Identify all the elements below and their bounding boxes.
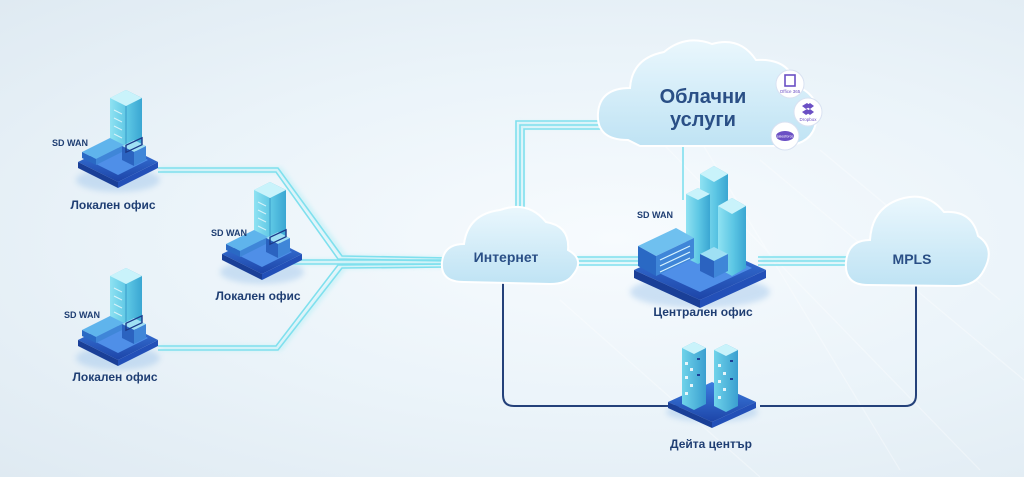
data-center-label: Дейта център [670, 437, 752, 451]
cloud-services: Облачни услуги Office 365 Dropbox salesf… [596, 39, 823, 151]
salesforce-icon: salesforce [770, 121, 800, 151]
cyan-links [158, 120, 852, 351]
cloud-services-line1: Облачни [660, 86, 747, 108]
svg-text:Office 365: Office 365 [780, 89, 801, 94]
internet-label: Интернет [474, 249, 539, 265]
local-office-1-label: Локален офис [70, 198, 155, 212]
sd-wan-badge-central: SD WAN [637, 210, 673, 220]
data-center [666, 342, 758, 428]
local-office-1 [76, 90, 160, 192]
local-office-3-label: Локален офис [72, 370, 157, 384]
mpls-label: MPLS [893, 251, 932, 267]
dropbox-icon: Dropbox [793, 97, 823, 127]
svg-text:Dropbox: Dropbox [799, 117, 817, 122]
central-office [630, 166, 770, 308]
sd-wan-badge-2: SD WAN [211, 228, 247, 238]
sd-wan-badge-3: SD WAN [64, 310, 100, 320]
svg-text:salesforce: salesforce [776, 135, 793, 139]
local-office-2-label: Локален офис [215, 289, 300, 303]
office-365-icon: Office 365 [775, 69, 805, 99]
cloud-services-line2: услуги [670, 109, 736, 131]
mpls-cloud: MPLS [844, 195, 990, 288]
sd-wan-badge-1: SD WAN [52, 138, 88, 148]
navy-links [502, 280, 917, 407]
central-office-label: Централен офис [653, 305, 753, 319]
internet-cloud: Интернет [440, 206, 579, 286]
